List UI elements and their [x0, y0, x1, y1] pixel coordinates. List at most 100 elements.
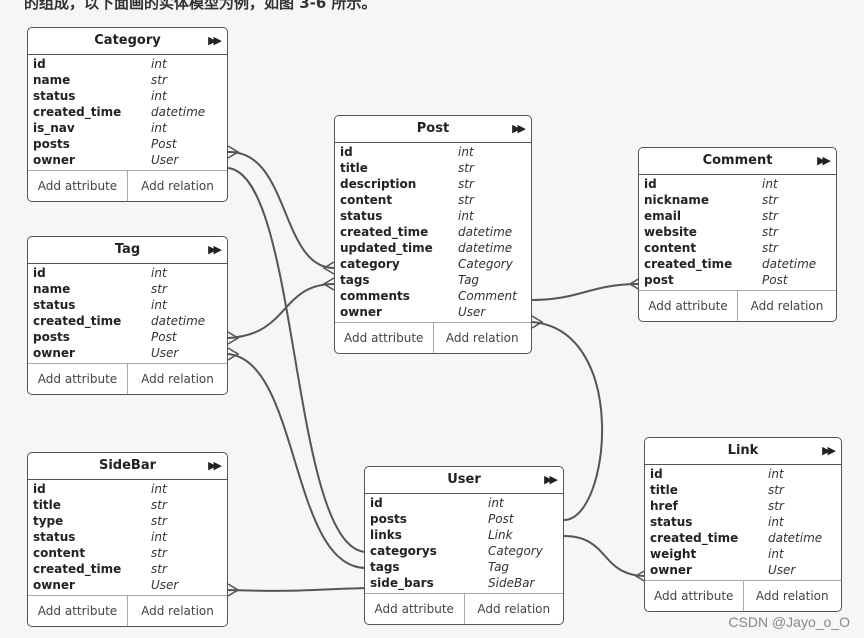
add-relation-button[interactable]: Add relation: [742, 581, 842, 611]
add-relation-button[interactable]: Add relation: [127, 364, 227, 394]
entity-title: Tag: [114, 242, 141, 257]
attribute-type: int: [768, 515, 784, 529]
attribute-type: int: [151, 298, 167, 312]
fast-forward-icon[interactable]: ▶▶: [208, 243, 222, 256]
attribute-type: User: [151, 346, 179, 360]
add-relation-button[interactable]: Add relation: [737, 291, 836, 321]
add-attribute-button[interactable]: Add attribute: [374, 602, 454, 616]
fast-forward-icon[interactable]: ▶▶: [512, 122, 526, 135]
add-attribute-button[interactable]: Add attribute: [37, 179, 118, 193]
edge-tag-post: [227, 283, 335, 339]
add-attribute-button[interactable]: Add attribute: [344, 331, 424, 345]
add-attribute-button[interactable]: Add attribute: [654, 589, 734, 603]
attribute-type: int: [151, 530, 167, 544]
add-relation-button[interactable]: Add relation: [463, 594, 564, 624]
attribute-name: id: [644, 177, 657, 191]
edge-user-link: [563, 535, 647, 577]
fast-forward-icon[interactable]: ▶▶: [822, 444, 836, 457]
edge-category-post: [227, 150, 335, 269]
attribute-type: int: [151, 89, 167, 103]
add-attribute-button[interactable]: Add attribute: [37, 372, 118, 386]
add-relation-button[interactable]: Add relation: [432, 323, 532, 353]
add-relation-button[interactable]: Add relation: [127, 171, 227, 201]
add-attribute-button[interactable]: Add attribute: [37, 604, 118, 618]
attribute-type: int: [151, 57, 167, 71]
attribute-name: created_time: [33, 562, 122, 576]
attribute-name: tags: [340, 273, 370, 287]
attribute-row[interactable]: tags Tag: [335, 272, 531, 288]
fast-forward-icon[interactable]: ▶▶: [817, 154, 831, 167]
attribute-type: Post: [488, 512, 514, 526]
add-relation-button[interactable]: Add relation: [127, 596, 227, 626]
fast-forward-icon[interactable]: ▶▶: [544, 473, 558, 486]
attribute-type: int: [768, 467, 784, 481]
attribute-type: str: [762, 193, 778, 207]
attribute-type: Tag: [458, 273, 480, 287]
attribute-name: id: [340, 145, 353, 159]
fast-forward-icon[interactable]: ▶▶: [208, 34, 222, 47]
add-attribute-button[interactable]: Add attribute: [648, 299, 728, 313]
attribute-type: int: [151, 482, 167, 496]
fast-forward-icon[interactable]: ▶▶: [208, 459, 222, 472]
